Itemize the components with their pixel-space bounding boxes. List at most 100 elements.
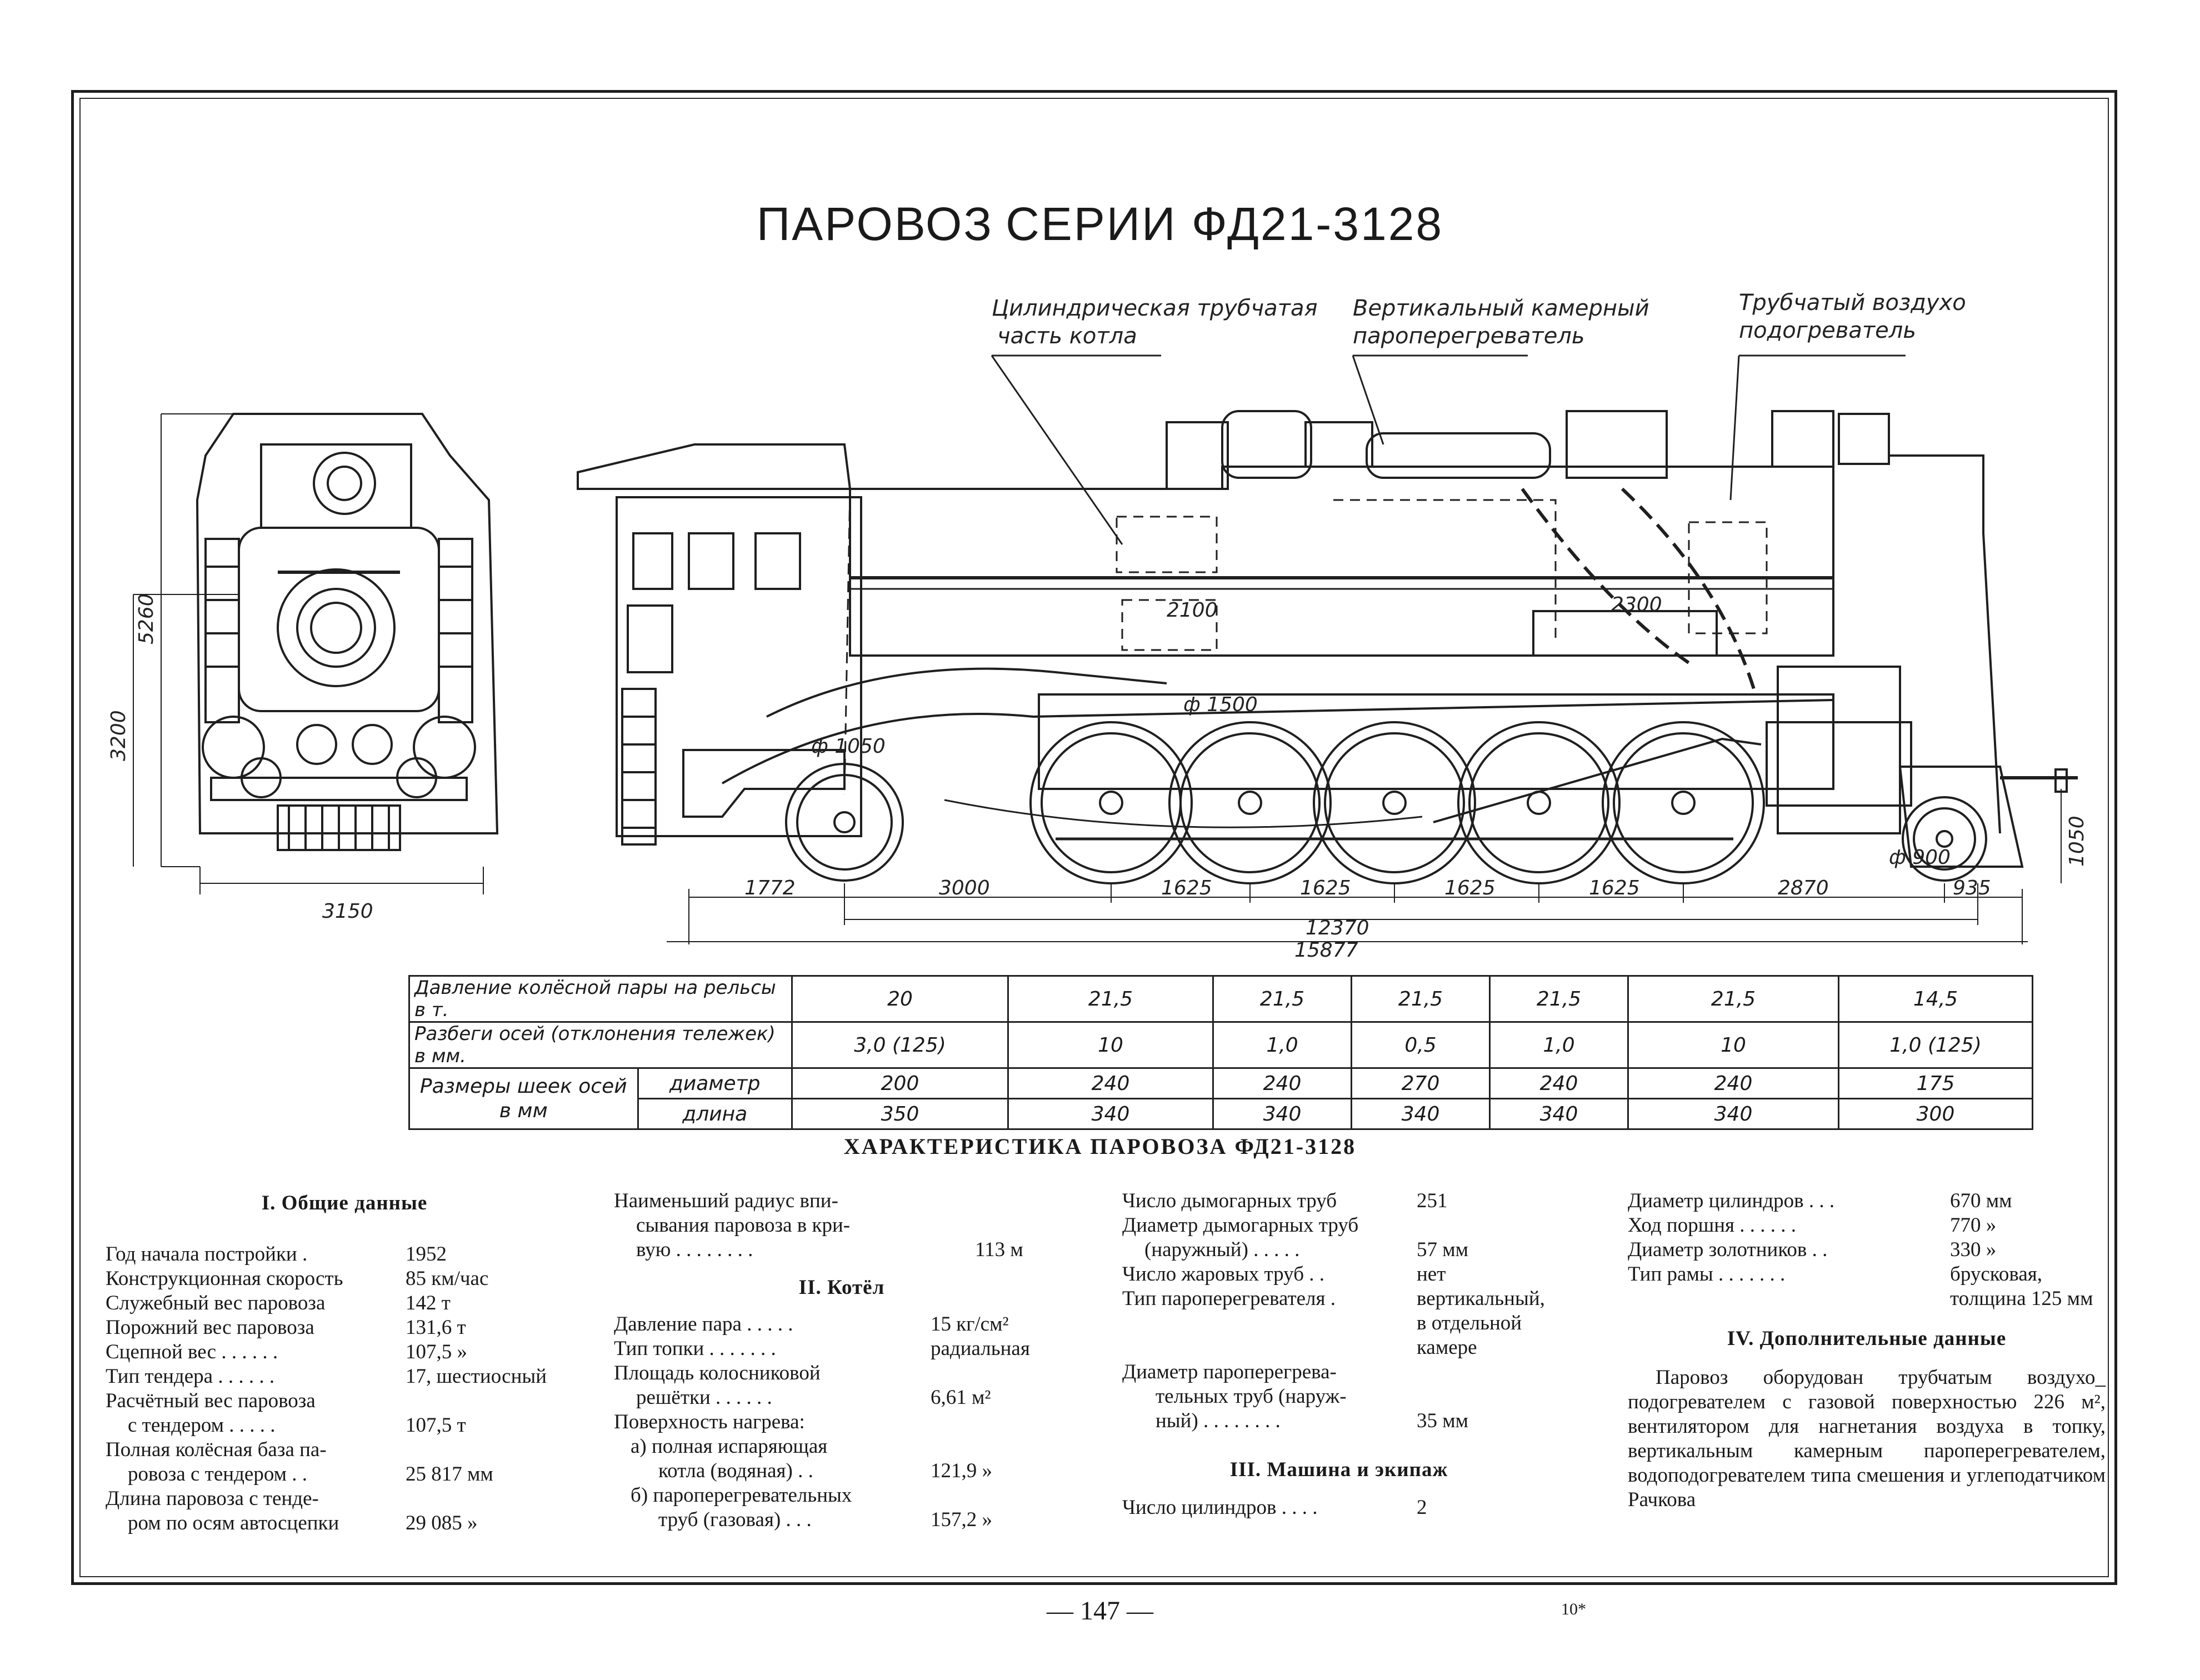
callout-boiler: Цилиндрическая трубчатая часть котла [992, 294, 1318, 350]
row-value [406, 1438, 583, 1462]
dim-front-height-axle: 3200 [107, 710, 130, 761]
radius-line-3: вую . . . . . . . . [636, 1238, 753, 1261]
table-cell: 1,0 (125) [1838, 1021, 2033, 1069]
list-item: Диаметр дымогарных труб [1122, 1213, 1556, 1238]
list-item: Число дымогарных труб 251 [1122, 1189, 1556, 1213]
row-value: 251 [1417, 1189, 1448, 1212]
list-item: Полная колёсная база па- [106, 1438, 583, 1462]
list-item: Расчётный вес паровоза [106, 1389, 583, 1413]
list-item: труб (газовая) . . . 157,2 » [614, 1508, 1069, 1532]
table-row: Разбеги осей (отклонения тележек) в мм. … [408, 1021, 2033, 1069]
row-value: в отдельной [1417, 1312, 1522, 1334]
side-view [577, 410, 2078, 944]
table-cell: 10 [1007, 1021, 1214, 1069]
row-key: Число дымогарных труб [1122, 1189, 1337, 1212]
list-item: решётки . . . . . . 6,61 м² [614, 1386, 1069, 1410]
radius-line-2: сывания паровоза в кри- [636, 1214, 851, 1237]
list-item: Тип рамы . . . . . . .брусковая, [1628, 1262, 2106, 1287]
row-value [1417, 1360, 1556, 1384]
row-value: 15 кг/см² [931, 1313, 1009, 1336]
list-item: Тип пароперегревателя .вертикальный, [1122, 1287, 1556, 1311]
table-cell: 21,5 [1627, 975, 1839, 1023]
list-item: Диаметр пароперегрева- [1122, 1360, 1556, 1384]
list-item: (наружный) . . . . .57 мм [1122, 1238, 1556, 1262]
row-key: с тендером . . . . . [128, 1414, 276, 1437]
row-key: б) пароперегревательных [631, 1484, 852, 1507]
row-value: 25 817 мм [406, 1463, 493, 1486]
group-label-journal: Размеры шеек осей в мм [408, 1067, 639, 1130]
callout-air-heater: Трубчатый воздухо подогреватель [1739, 289, 1966, 344]
row-value: 131,6 т [406, 1316, 466, 1339]
section-general-title: I. Общие данные [261, 1192, 428, 1214]
list-item: ром по осям автосцепки 29 085 » [106, 1511, 583, 1536]
row-key: Тип топки . . . . . . . [614, 1337, 776, 1360]
list-item: б) пароперегревательных [614, 1483, 1069, 1508]
row-label-play: Разбеги осей (отклонения тележек) в мм. [408, 1021, 793, 1069]
list-item: Поверхность нагрева: [614, 1410, 1069, 1434]
callout-air-heater-line1: Трубчатый воздухо [1739, 290, 1966, 316]
row-key: Год начала постройки . [106, 1243, 308, 1266]
title-main: ПАРОВОЗ [756, 198, 994, 250]
row-key: Число жаровых труб . . [1122, 1263, 1325, 1286]
row-value: 330 » [1950, 1238, 1997, 1261]
row-value: 157,2 » [931, 1508, 992, 1531]
radius-value: 113 м [975, 1238, 1023, 1261]
outer-frame [71, 90, 2117, 1585]
dim-pony-wheel: ф 900 [1889, 846, 1951, 869]
row-value: 29 085 » [406, 1512, 478, 1534]
table-cell: 20 [791, 975, 1009, 1023]
list-item: Год начала постройки .1952 [106, 1242, 583, 1267]
list-item: тельных труб (наруж- [1122, 1384, 1556, 1409]
row-key: тельных труб (наруж- [1156, 1385, 1347, 1408]
row-key: Давление пара . . . . . [614, 1313, 793, 1336]
table-cell: 350 [791, 1098, 1009, 1130]
callout-superheater: Вертикальный камерный пароперегреватель [1353, 294, 1649, 350]
row-key: ровоза с тендером . . [128, 1463, 308, 1486]
table-cell: 21,5 [1212, 975, 1352, 1023]
row-key: решётки . . . . . . [636, 1386, 772, 1409]
dim-wheelbase-loco: 12370 [1306, 917, 1369, 939]
dim-seg-8: 935 [1953, 877, 1991, 899]
row-value [406, 1487, 583, 1511]
sub-label-diameter: диаметр [637, 1067, 793, 1099]
row-key: Диаметр пароперегрева- [1122, 1361, 1337, 1383]
row-value: 85 км/час [406, 1267, 489, 1290]
column-general: I. Общие данные Год начала постройки .19… [106, 1189, 583, 1536]
row-key: Поверхность нагрева: [614, 1411, 805, 1433]
row-value: радиальная [931, 1337, 1030, 1360]
front-view [133, 413, 499, 894]
row-key: труб (газовая) . . . [658, 1508, 812, 1531]
title-series: СЕРИИ ФД21-3128 [1006, 198, 1444, 250]
list-item: Тип тендера . . . . . .17, шестиосный [106, 1364, 583, 1389]
row-key: Расчётный вес паровоза [106, 1389, 316, 1412]
row-value: 770 » [1950, 1214, 1997, 1237]
table-cell: 21,5 [1007, 975, 1214, 1023]
row-key: ром по осям автосцепки [128, 1512, 339, 1534]
dim-front-height-total: 5260 [135, 593, 158, 644]
row-key: Служебный вес паровоза [106, 1292, 326, 1314]
row-value: нет [1417, 1263, 1446, 1286]
sub-label-length: длина [637, 1098, 793, 1130]
row-value: 6,61 м² [931, 1386, 991, 1409]
row-key: Конструкционная скорость [106, 1267, 343, 1290]
table-cell: 240 [1007, 1067, 1214, 1099]
row-key: Число цилиндров . . . . [1122, 1496, 1318, 1519]
dim-seg-3: 1625 [1161, 877, 1212, 899]
row-value: 2 [1417, 1496, 1427, 1519]
table-cell: 200 [791, 1067, 1009, 1099]
row-key: Диаметр цилиндров . . . [1628, 1189, 1835, 1212]
characteristics-title: ХАРАКТЕРИСТИКА ПАРОВОЗА ФД21-3128 [843, 1134, 1357, 1159]
row-key: Ход поршня . . . . . . [1628, 1214, 1797, 1237]
list-item: Тип топки . . . . . . . радиальная [614, 1337, 1069, 1361]
row-value: 121,9 » [931, 1459, 992, 1482]
list-item: Давление пара . . . . . 15 кг/см² [614, 1312, 1069, 1337]
table-cell: 21,5 [1351, 975, 1491, 1023]
dim-seg-5: 1625 [1444, 877, 1496, 899]
row-value [931, 1361, 1069, 1386]
row-value: толщина 125 мм [1950, 1287, 2093, 1310]
